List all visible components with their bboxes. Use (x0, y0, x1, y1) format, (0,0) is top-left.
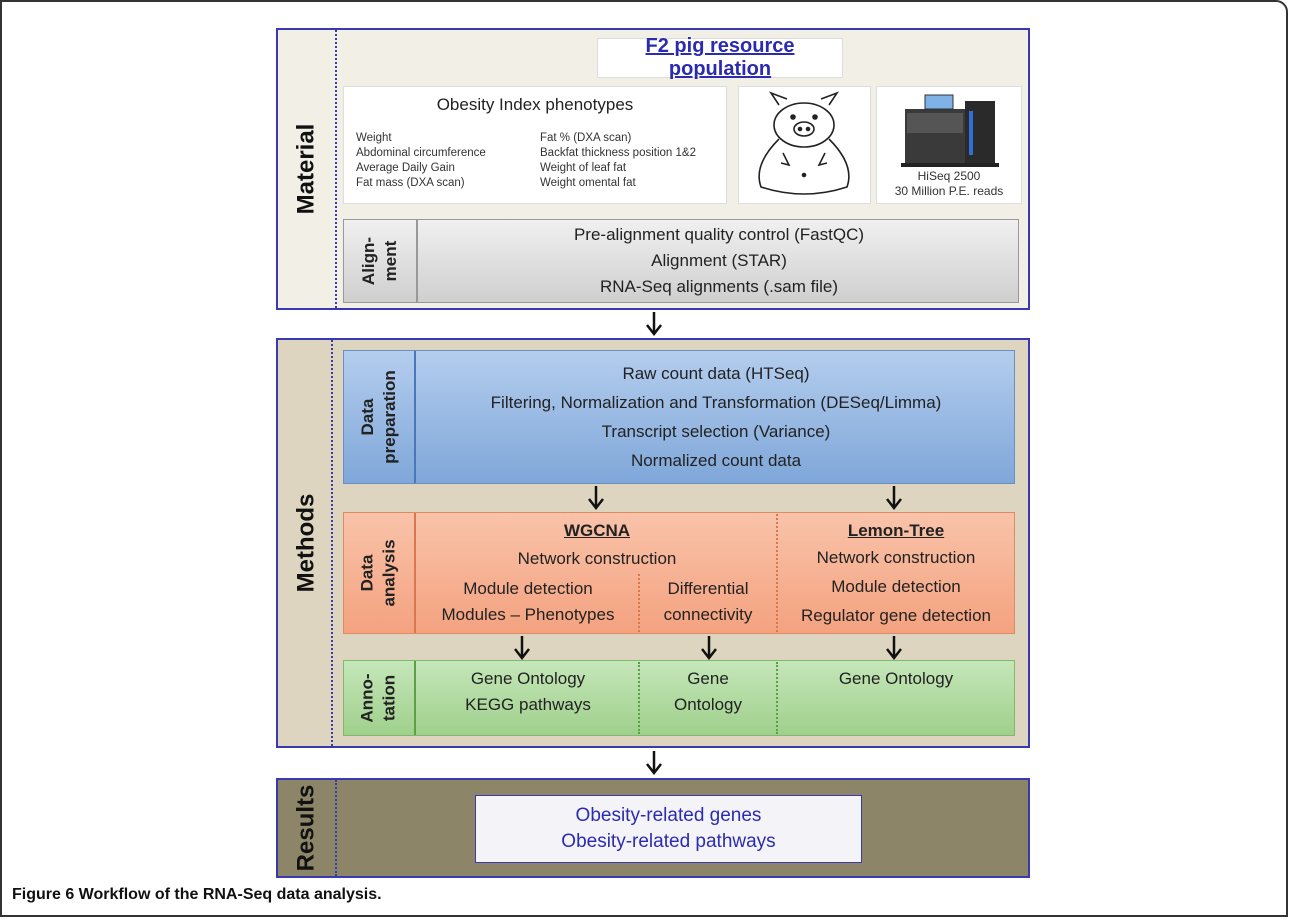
sequencer-model: HiSeq 2500 (917, 169, 981, 183)
figure-caption: Figure 6 Workflow of the RNA-Seq data an… (12, 886, 382, 904)
alignment-step: Pre-alignment quality control (FastQC) (573, 225, 865, 244)
results-label: Results (278, 780, 334, 876)
lemon-tree-step: Module detection (831, 576, 961, 596)
wgcna-diff-line: Differential (667, 579, 749, 598)
arrow-down-icon (514, 636, 530, 660)
wgcna-divider (638, 574, 640, 632)
population-title: F2 pig resource population (645, 35, 795, 80)
data-preparation-label: Data preparation (344, 351, 416, 483)
population-title-box: F2 pig resource population (597, 35, 843, 80)
annotation-col-wgcna: Gene Ontology KEGG pathways (418, 666, 638, 718)
methods-label: Methods (278, 340, 334, 746)
results-divider (335, 780, 337, 876)
arrow-down-icon (886, 636, 902, 660)
wgcna-diff-line: connectivity (663, 605, 753, 624)
data-preparation-step: Normalized count data (630, 451, 802, 470)
phenotype-item: Abdominal circumference (356, 147, 486, 159)
sequencer-reads: 30 Million P.E. reads (894, 184, 1004, 198)
annotation-divider (638, 662, 640, 734)
alignment-step: Alignment (STAR) (651, 251, 787, 270)
results-label-text: Results (292, 784, 320, 872)
figure-caption-text: Figure 6 Workflow of the RNA-Seq data an… (12, 886, 382, 903)
phenotype-item: Average Daily Gain (356, 162, 455, 174)
data-preparation-box (343, 350, 1015, 484)
data-preparation-step: Raw count data (HTSeq) (622, 364, 810, 383)
wgcna-modules: Module detection Modules – Phenotypes (418, 576, 638, 628)
pig-image-box (738, 86, 871, 204)
lemon-tree-title: Lemon-Tree (847, 521, 945, 540)
alignment-steps: Pre-alignment quality control (FastQC) A… (420, 220, 1018, 302)
arrow-down-icon (701, 636, 717, 660)
lemon-tree-step: Network construction (816, 547, 976, 567)
annotation-col-differential: Gene Ontology (640, 666, 776, 718)
sequencer-icon (901, 94, 999, 167)
data-preparation-step: Transcript selection (Variance) (601, 422, 831, 441)
alignment-box (343, 219, 1019, 303)
phenotype-item: Weight of leaf fat (540, 162, 627, 174)
wgcna-differential: Differential connectivity (640, 576, 776, 628)
material-divider (335, 30, 337, 308)
phenotypes-box: Obesity Index phenotypes Weight Abdomina… (343, 86, 727, 204)
arrow-down-icon (588, 486, 604, 510)
material-label: Material (278, 30, 334, 308)
annotation-item: KEGG pathways (465, 695, 591, 714)
data-preparation-label-line: preparation (380, 370, 399, 464)
data-preparation-steps: Raw count data (HTSeq) Filtering, Normal… (418, 354, 1014, 480)
phenotypes-right: Fat % (DXA scan) Backfat thickness posit… (540, 131, 725, 191)
annotation-label-line: tation (380, 674, 399, 722)
alignment-label-line: ment (381, 240, 400, 282)
arrow-down-icon (646, 312, 662, 336)
data-preparation-label-line: Data (358, 398, 377, 436)
data-analysis-label: Data analysis (344, 513, 416, 633)
phenotypes-left: Weight Abdominal circumference Average D… (356, 131, 526, 191)
phenotypes-title: Obesity Index phenotypes (436, 95, 634, 114)
annotation-divider (776, 662, 778, 734)
methods-label-text: Methods (292, 493, 320, 593)
phenotype-item: Weight omental fat (540, 177, 636, 189)
annotation-col-lemon: Gene Ontology (778, 666, 1014, 692)
methods-divider (331, 340, 333, 746)
phenotype-item: Weight (356, 132, 392, 144)
results-line: Obesity-related genes (575, 805, 762, 826)
phenotype-item: Fat % (DXA scan) (540, 132, 632, 144)
wgcna-module-line: Modules – Phenotypes (441, 605, 615, 624)
results-line: Obesity-related pathways (561, 831, 776, 852)
annotation-item: Gene Ontology (838, 669, 954, 688)
material-label-text: Material (292, 123, 320, 215)
analysis-divider (776, 514, 778, 632)
alignment-step: RNA-Seq alignments (.sam file) (599, 277, 839, 296)
wgcna-title: WGCNA (563, 521, 631, 540)
data-analysis-label-line: analysis (379, 539, 399, 607)
wgcna-module-line: Module detection (463, 579, 593, 598)
results-box: Obesity-related genes Obesity-related pa… (475, 795, 862, 863)
lemon-tree-step: Regulator gene detection (801, 605, 991, 625)
wgcna-network: Network construction (517, 549, 677, 568)
data-analysis-label-line: Data (357, 554, 377, 592)
arrow-down-icon (646, 751, 662, 775)
pig-icon (758, 91, 850, 195)
phenotype-item: Fat mass (DXA scan) (356, 177, 465, 189)
lemon-tree-steps: Network construction Module detection Re… (778, 542, 1014, 630)
annotation-item: Gene Ontology (470, 669, 586, 688)
data-preparation-step: Filtering, Normalization and Transformat… (490, 393, 942, 412)
annotation-item: Gene (687, 669, 729, 688)
alignment-label: Align- ment (344, 220, 418, 302)
alignment-label-line: Align- (359, 236, 378, 286)
annotation-item: Ontology (673, 695, 743, 714)
data-analysis-box (343, 512, 1015, 634)
phenotype-item: Backfat thickness position 1&2 (540, 147, 696, 159)
sequencer-box: HiSeq 2500 30 Million P.E. reads (876, 86, 1022, 204)
annotation-box (343, 660, 1015, 736)
annotation-label-line: Anno- (358, 673, 377, 723)
annotation-label: Anno- tation (344, 661, 416, 735)
arrow-down-icon (886, 486, 902, 510)
